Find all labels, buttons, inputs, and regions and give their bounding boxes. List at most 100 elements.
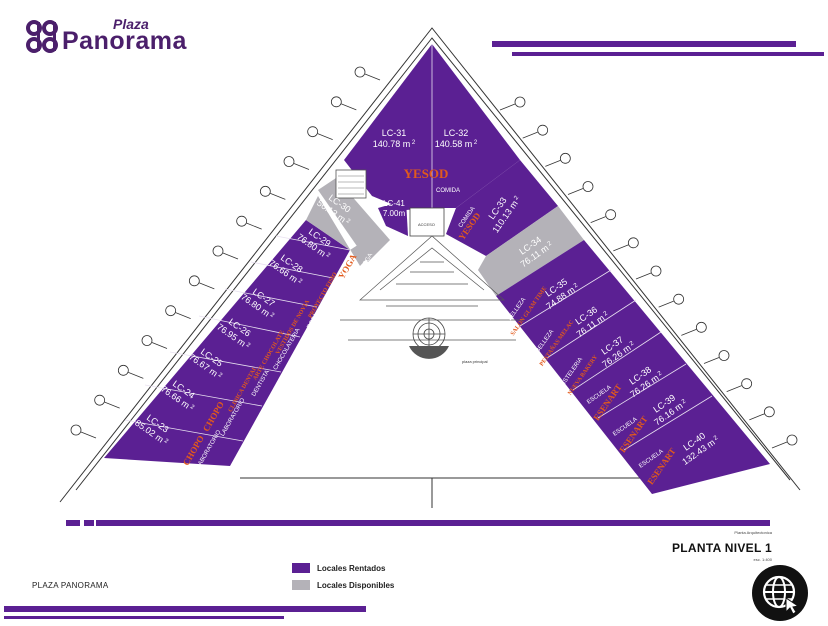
legend-available-label: Locales Disponibles [317, 580, 395, 590]
axis-line [199, 282, 215, 290]
axis-marker [763, 406, 775, 418]
legend-rented: Locales Rentados [292, 561, 385, 575]
apex-use: COMIDA [436, 188, 460, 194]
unit-area-sup: 2 [512, 195, 520, 203]
unit-lc-41[interactable]: LC-417.00m [383, 199, 406, 218]
stairs-box [335, 169, 367, 199]
title-block: Planta Arquitectonica PLANTA NIVEL 1 esc… [660, 530, 772, 562]
axis-line [80, 431, 97, 439]
access-label: ACCESO [418, 222, 435, 227]
axis-marker [650, 265, 662, 277]
axis-line [613, 244, 629, 252]
unit-area-sup: 2 [656, 370, 664, 378]
axis-line [270, 192, 286, 200]
globe-button[interactable] [752, 565, 808, 621]
axis-line [222, 252, 239, 260]
axis-marker [259, 185, 271, 197]
unit-area-sup: 2 [268, 311, 276, 319]
axis-markers-left [70, 66, 381, 439]
axis-marker [141, 335, 153, 346]
legend-available-swatch [292, 580, 310, 590]
axis-marker [117, 364, 129, 376]
axis-marker [559, 152, 571, 164]
axis-marker [741, 378, 753, 390]
bottom-bar-seg-1 [66, 520, 80, 526]
left-wing-dividers [124, 235, 351, 442]
axis-line [128, 371, 144, 379]
unit-lc-33-area [446, 160, 558, 256]
axis-line [499, 103, 516, 111]
axis-marker [188, 275, 200, 287]
footer-label: PLAZA PANORAMA [32, 581, 109, 590]
axis-line [658, 300, 674, 308]
right-wing-dividers [519, 269, 713, 451]
legend-rented-label: Locales Rentados [317, 563, 386, 573]
globe-cursor-icon [762, 575, 800, 615]
unit-area: 140.58 m 2 [435, 139, 478, 149]
axis-marker [283, 156, 295, 167]
legend-rented-swatch [292, 563, 310, 573]
spiral-stair [412, 317, 446, 351]
central-plaza [340, 235, 524, 341]
title-block-subtitle: Planta Arquitectonica [734, 530, 772, 535]
unit-id: LC-32 [444, 128, 469, 138]
spiral-stair-steps [409, 346, 449, 359]
axis-line [771, 441, 788, 449]
axis-marker [537, 124, 549, 136]
access-corridor [409, 207, 445, 237]
brand-logo: Plaza Panorama [26, 16, 206, 56]
unit-area-sup: 2 [244, 341, 252, 349]
axis-line [681, 328, 697, 336]
unit-area: 7.00m [383, 209, 406, 218]
axis-marker [718, 350, 730, 361]
axis-line [635, 272, 652, 280]
unit-lc-30-fill [318, 178, 390, 262]
axis-line [341, 103, 357, 111]
left-wing-block [104, 220, 350, 466]
unit-lc-32-area [432, 44, 520, 208]
unit-area-sup: 2 [545, 240, 553, 248]
axis-marker [354, 66, 366, 78]
axis-marker [330, 96, 342, 108]
axis-line [545, 159, 561, 167]
axis-line [522, 131, 538, 139]
axis-marker [582, 181, 594, 192]
axis-marker [94, 394, 106, 406]
right-wing-block [496, 240, 770, 494]
axis-line [567, 188, 584, 195]
axis-line [104, 401, 120, 409]
unit-area-sup: 2 [162, 437, 170, 445]
axis-line [246, 222, 262, 230]
unit-area-sup: 2 [572, 282, 580, 290]
axis-line [175, 312, 191, 320]
axis-marker [70, 424, 82, 436]
unit-area-sup: 2 [296, 277, 304, 285]
unit-area-sup: 2 [188, 403, 196, 411]
header-bar-bottom [512, 52, 824, 56]
legend-available: Locales Disponibles [292, 578, 394, 592]
axis-marker [695, 321, 707, 333]
bottom-bar-main [96, 520, 770, 526]
axis-line [293, 163, 310, 170]
unit-area: 140.78 m 2 [373, 139, 416, 149]
axis-marker [236, 215, 248, 227]
axis-marker [673, 293, 685, 305]
unit-id: LC-41 [383, 199, 405, 208]
unit-id: LC-31 [382, 128, 407, 138]
unit-lc-41-area [378, 200, 408, 236]
axis-marker [627, 237, 639, 249]
axis-line [703, 357, 720, 364]
apex-sign: YESOD [404, 166, 449, 181]
logo-mark-icon [26, 20, 58, 53]
axis-line [590, 216, 606, 224]
axis-marker [514, 96, 526, 108]
bottom-bar-seg-2 [84, 520, 94, 526]
unit-lc-31-area [344, 44, 432, 210]
unit-area-sup: 2 [628, 340, 636, 348]
axis-markers-right [499, 96, 798, 449]
unit-lc-34-area [478, 206, 584, 296]
axis-line [726, 385, 742, 393]
unit-area-sup: 2 [472, 140, 478, 146]
